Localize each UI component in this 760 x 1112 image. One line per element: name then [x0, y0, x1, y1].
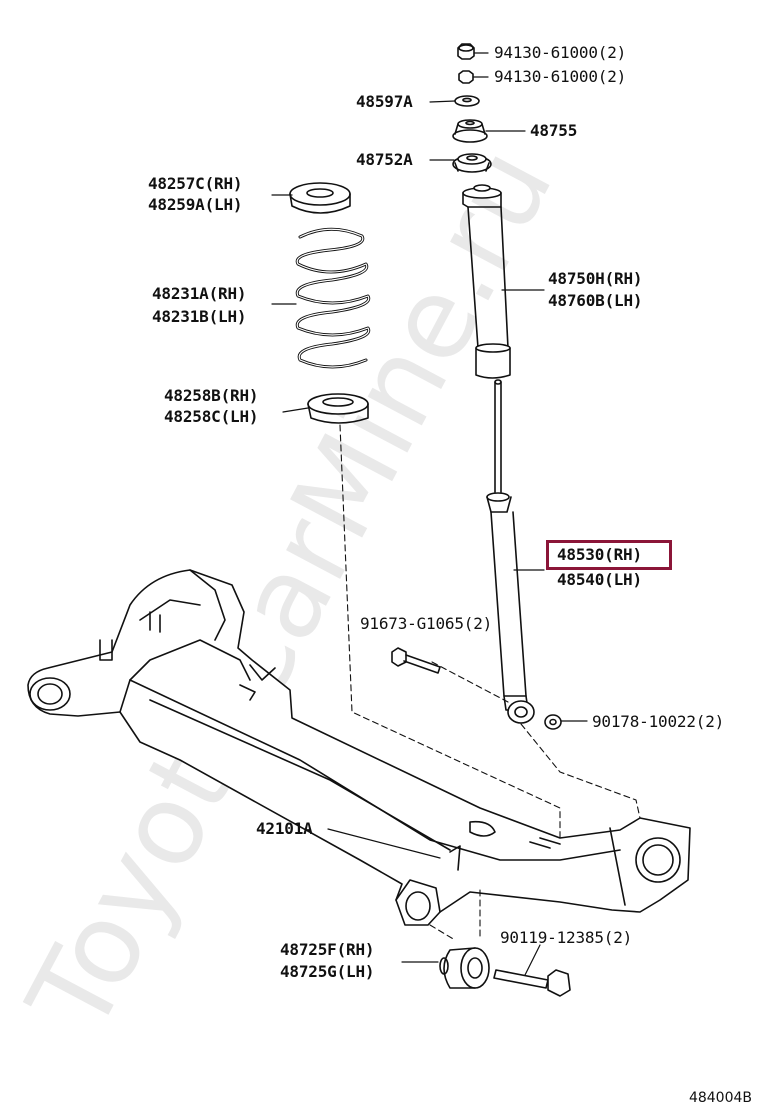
- leader-lines: [271, 52, 588, 976]
- label-bushing-lh[interactable]: 48725G(LH): [280, 962, 375, 981]
- lower-spring-seat-icon: [307, 393, 369, 424]
- lower-nut-icon: [544, 714, 562, 730]
- diagram-code: 484004B: [688, 1090, 752, 1106]
- washer-icon: [454, 95, 480, 107]
- upper-spring-seat-icon: [289, 182, 351, 214]
- label-bolt-upper[interactable]: 91673-G1065(2): [360, 614, 493, 633]
- nut-top-icon: [457, 43, 475, 60]
- label-support[interactable]: 48752A: [356, 150, 413, 169]
- watermark-text: ToyotaCarMine.ru: [4, 128, 579, 1054]
- label-boot-rh[interactable]: 48750H(RH): [548, 269, 643, 288]
- label-lower-seat-lh[interactable]: 48258C(LH): [164, 407, 259, 426]
- label-nut-1[interactable]: 94130-61000(2): [494, 43, 627, 62]
- label-boot-lh[interactable]: 48760B(LH): [548, 291, 643, 310]
- mount-icon: [452, 119, 488, 143]
- label-absorber-rh[interactable]: 48530(RH): [557, 545, 642, 564]
- support-icon: [452, 153, 492, 173]
- label-bolt-lower[interactable]: 90119-12385(2): [500, 928, 633, 947]
- highlight-box: [546, 540, 672, 570]
- label-axle-beam[interactable]: 42101A: [256, 819, 313, 838]
- dust-boot-icon: [462, 184, 511, 379]
- lower-bolt-icon: [493, 969, 571, 997]
- shock-absorber-icon: [486, 379, 535, 724]
- label-washer[interactable]: 48597A: [356, 92, 413, 111]
- upper-bolt-icon: [391, 647, 441, 674]
- label-nut-lower[interactable]: 90178-10022(2): [592, 712, 725, 731]
- coil-spring-icon: [295, 227, 371, 369]
- dashed-guides: [339, 424, 641, 941]
- watermark-graphic: ToyotaCarMine.ru: [4, 128, 579, 1054]
- label-spring-rh[interactable]: 48231A(RH): [152, 284, 247, 303]
- label-lower-seat-rh[interactable]: 48258B(RH): [164, 386, 259, 405]
- label-mount[interactable]: 48755: [530, 121, 578, 140]
- bushing-icon: [439, 947, 490, 989]
- label-absorber-lh[interactable]: 48540(LH): [557, 570, 642, 589]
- label-nut-2[interactable]: 94130-61000(2): [494, 67, 627, 86]
- label-bushing-rh[interactable]: 48725F(RH): [280, 940, 375, 959]
- label-spring-lh[interactable]: 48231B(LH): [152, 307, 247, 326]
- axle-beam-icon: [27, 569, 691, 926]
- label-upper-seat-lh[interactable]: 48259A(LH): [148, 195, 243, 214]
- nut-second-icon: [458, 70, 474, 84]
- label-upper-seat-rh[interactable]: 48257C(RH): [148, 174, 243, 193]
